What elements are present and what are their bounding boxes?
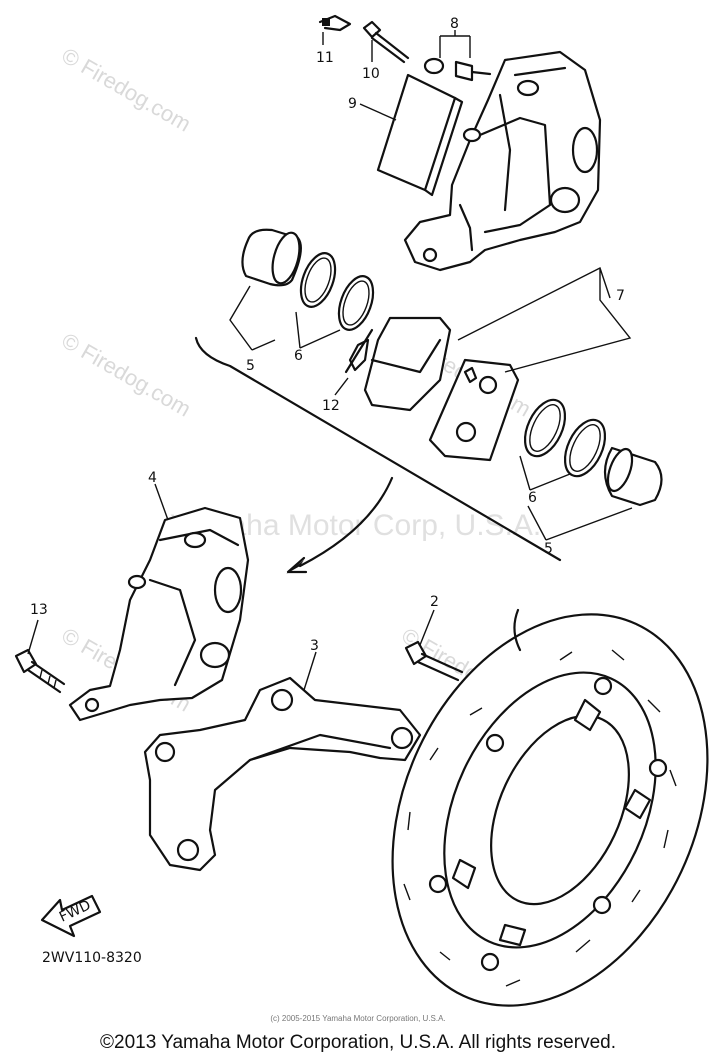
assembly-bracket — [194, 336, 562, 574]
pin-bolt — [362, 20, 410, 64]
callout-13: 13 — [30, 602, 48, 618]
small-copyright-notice: (c) 2005-2015 Yamaha Motor Corporation, … — [270, 1014, 446, 1023]
piston-set-lower — [523, 398, 663, 507]
caliper-outer-half — [403, 50, 602, 272]
callout-8: 8 — [450, 16, 459, 32]
callout-12: 12 — [322, 398, 340, 414]
copyright-footer: ©2013 Yamaha Motor Corporation, U.S.A. A… — [100, 1032, 616, 1053]
callout-2: 2 — [430, 594, 439, 610]
leader-lines — [27, 30, 633, 691]
callout-4: 4 — [148, 470, 157, 486]
piston-set-upper — [241, 228, 375, 331]
callout-3: 3 — [310, 638, 319, 654]
callout-5: 5 — [544, 541, 553, 557]
part-callouts: 11 10 8 9 5 6 7 12 6 5 4 3 2 13 2WV110-8… — [30, 16, 625, 966]
caliper-inner-half — [68, 506, 250, 722]
brake-pad-inner — [363, 316, 520, 462]
callout-6: 6 — [294, 348, 303, 364]
brake-pad-outer — [376, 73, 464, 197]
clip — [318, 14, 352, 32]
disc-bolt — [404, 640, 464, 682]
watermark-firedog: © Firedog.com — [58, 43, 196, 137]
bleed-screw — [423, 57, 492, 82]
callout-10: 10 — [362, 66, 380, 82]
callout-9: 9 — [348, 96, 357, 112]
forward-arrow-icon: FWD — [40, 894, 102, 938]
mounting-bolt — [14, 648, 66, 694]
callout-7: 7 — [616, 288, 625, 304]
pad-spring — [344, 328, 374, 374]
diagram-code: 2WV110-8320 — [42, 950, 142, 966]
callout-6: 6 — [528, 490, 537, 506]
callout-5: 5 — [246, 358, 255, 374]
brake-disc — [391, 608, 709, 1007]
watermark-firedog: © Firedog.com — [58, 328, 196, 422]
caliper-bracket — [143, 676, 422, 872]
callout-11: 11 — [316, 50, 334, 66]
